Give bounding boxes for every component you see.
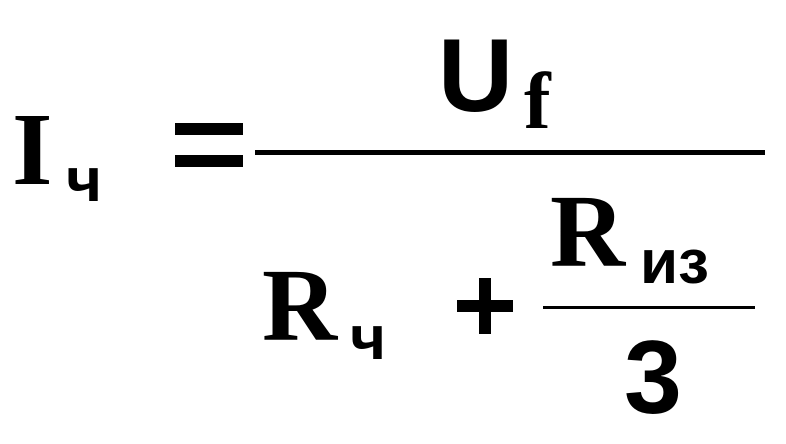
equals-sign-top-bar <box>175 123 243 135</box>
plus-sign-vertical <box>479 278 491 334</box>
main-fraction-bar <box>255 150 765 155</box>
denominator-term1-subscript: ч <box>350 304 386 373</box>
numerator-subscript: f <box>524 58 551 146</box>
inner-numerator-subscript: из <box>640 228 709 297</box>
numerator-symbol: U <box>438 18 514 134</box>
inner-denominator: 3 <box>624 320 682 436</box>
current-symbol: I <box>12 92 53 207</box>
equals-sign-bottom-bar <box>175 155 243 167</box>
denominator-term1-symbol: R <box>262 248 338 363</box>
current-subscript: ч <box>66 146 102 215</box>
inner-fraction-bar <box>543 306 755 309</box>
inner-numerator-symbol: R <box>550 174 626 289</box>
